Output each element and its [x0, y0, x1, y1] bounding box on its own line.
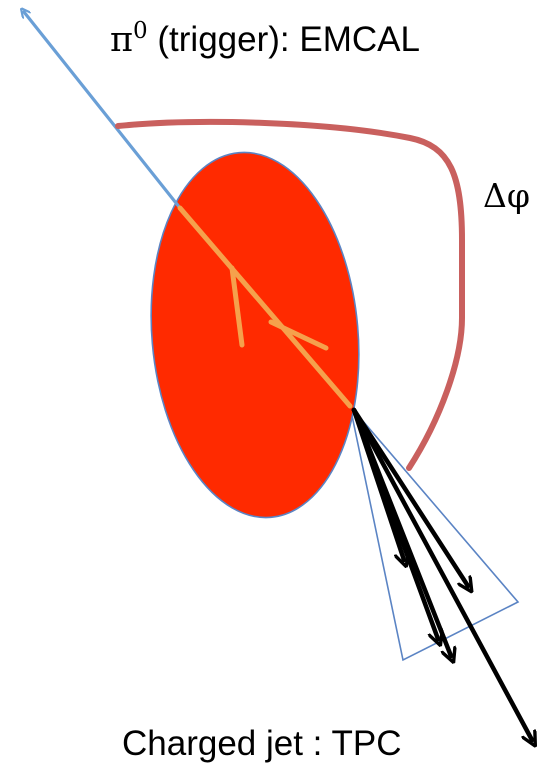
- trigger-particle-symbol: π: [110, 20, 133, 60]
- jet-label: Charged jet : TPC: [122, 722, 402, 766]
- trigger-label-text: (trigger): EMCAL: [148, 20, 420, 59]
- collision-region: [136, 144, 373, 527]
- jet-track-5: [354, 410, 532, 740]
- trigger-particle-superscript: 0: [133, 18, 148, 44]
- jet-tracks: [354, 410, 532, 740]
- delta-phi-label: Δφ: [483, 176, 530, 216]
- trigger-label: π0 (trigger): EMCAL: [110, 18, 420, 62]
